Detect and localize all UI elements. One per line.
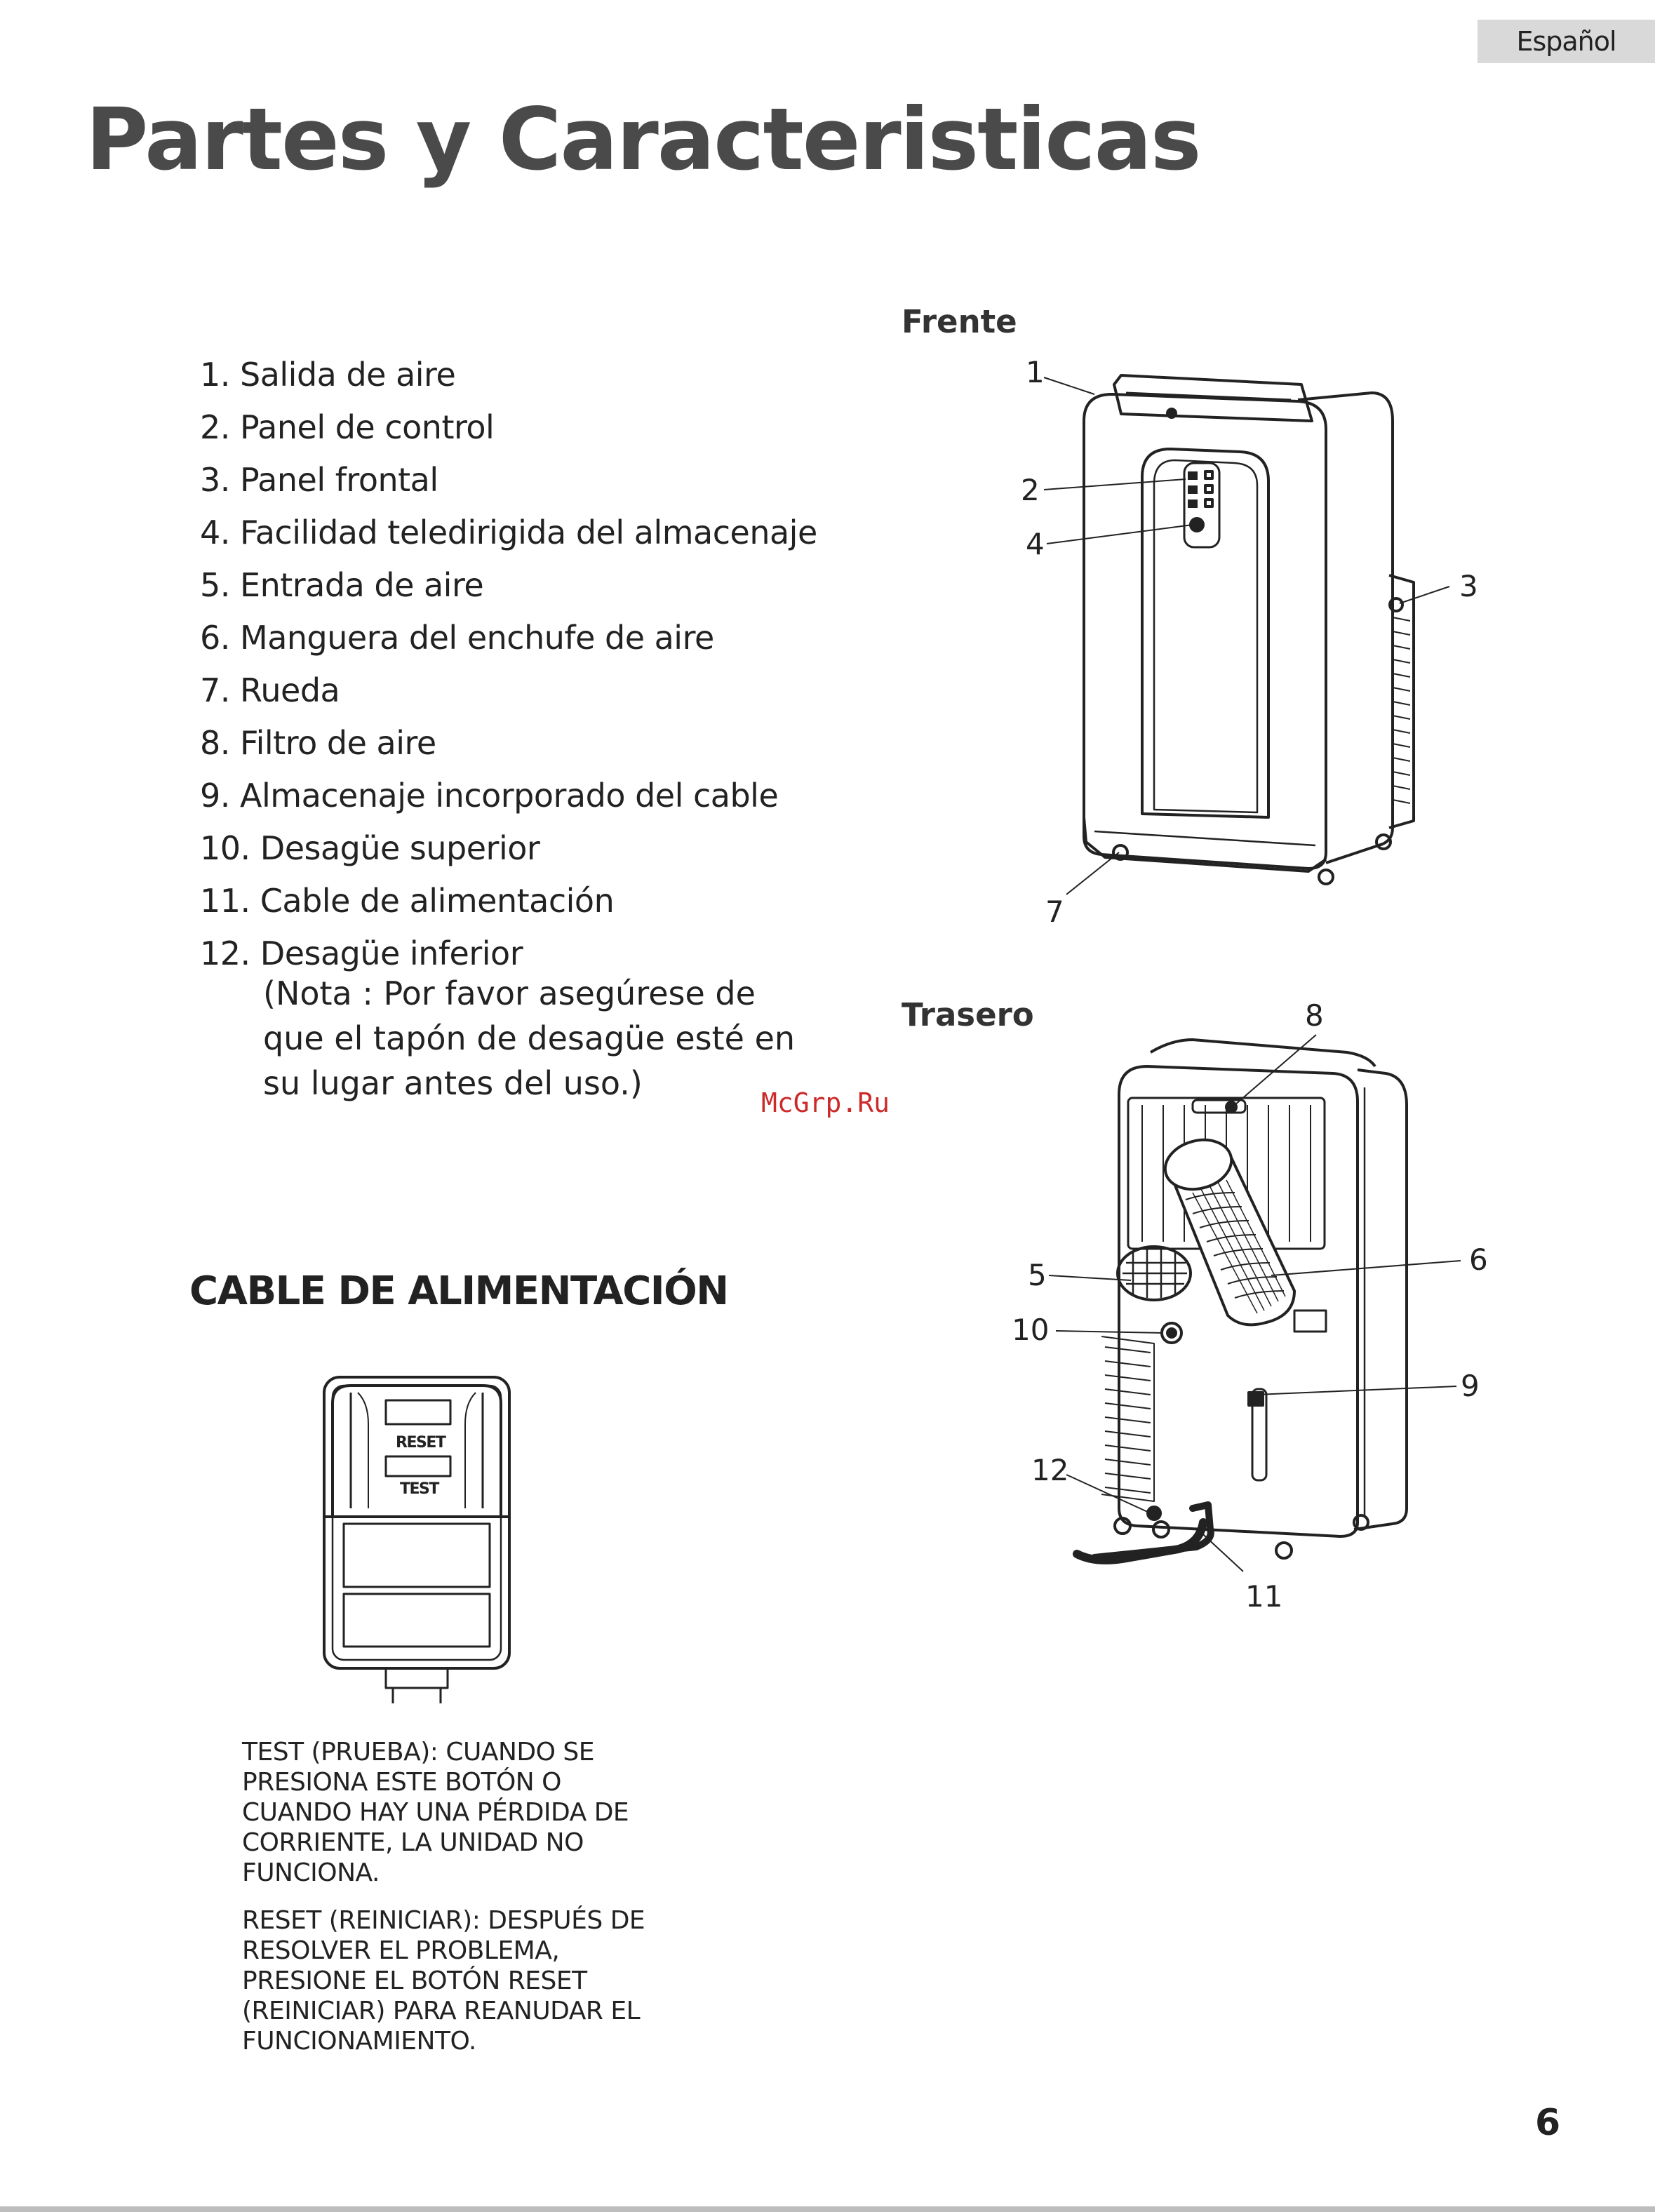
part-item-5: 5. Entrada de aire [200,566,484,604]
parts-note: (Nota : Por favor asegúrese de que el ta… [263,974,796,1102]
watermark: McGrp.Ru [761,1087,890,1118]
plug-reset-label: RESET [396,1434,446,1452]
rear-callout-6: 6 [1469,1242,1488,1277]
rear-callout-11: 11 [1245,1579,1282,1614]
part-item-12: 12. Desagüe inferior [200,934,523,972]
front-callout-1: 1 [1026,355,1045,389]
rear-callout-12: 12 [1031,1453,1068,1487]
front-callout-7: 7 [1045,894,1064,929]
part-item-4: 4. Facilidad teledirigida del almacenaje [200,514,817,551]
part-item-3: 3. Panel frontal [200,461,438,499]
bottom-rule [0,2206,1655,2212]
rear-callout-8: 8 [1305,998,1324,1033]
part-item-10: 10. Desagüe superior [200,829,540,867]
page-number: 6 [1535,2102,1561,2144]
part-item-2: 2. Panel de control [200,408,495,446]
part-item-6: 6. Manguera del enchufe de aire [200,619,714,657]
front-callout-4: 4 [1026,527,1045,561]
front-callout-3: 3 [1459,569,1478,603]
rear-callout-10: 10 [1012,1313,1049,1347]
page-title: Partes y Caracteristicas [86,90,1202,189]
part-item-7: 7. Rueda [200,671,340,709]
rear-view-label: Trasero [902,996,1034,1033]
reset-description: RESET (REINICIAR): DESPUÉS DE RESOLVER E… [242,1906,645,2056]
part-item-1: 1. Salida de aire [200,356,456,394]
part-item-9: 9. Almacenaje incorporado del cable [200,777,779,815]
rear-callout-5: 5 [1028,1258,1047,1292]
front-callout-2: 2 [1021,473,1040,507]
part-item-11: 11. Cable de alimentación [200,882,615,920]
parts-list: 1. Salida de aire 2. Panel de control 3.… [200,352,817,984]
language-tab: Español [1478,20,1655,63]
rear-callout-9: 9 [1461,1369,1480,1403]
section-heading: CABLE DE ALIMENTACIÓN [189,1268,729,1314]
front-view-label: Frente [902,303,1017,340]
test-description: TEST (PRUEBA): CUANDO SE PRESIONA ESTE B… [242,1738,629,1887]
plug-test-label: TEST [400,1480,439,1498]
part-item-8: 8. Filtro de aire [200,724,436,762]
